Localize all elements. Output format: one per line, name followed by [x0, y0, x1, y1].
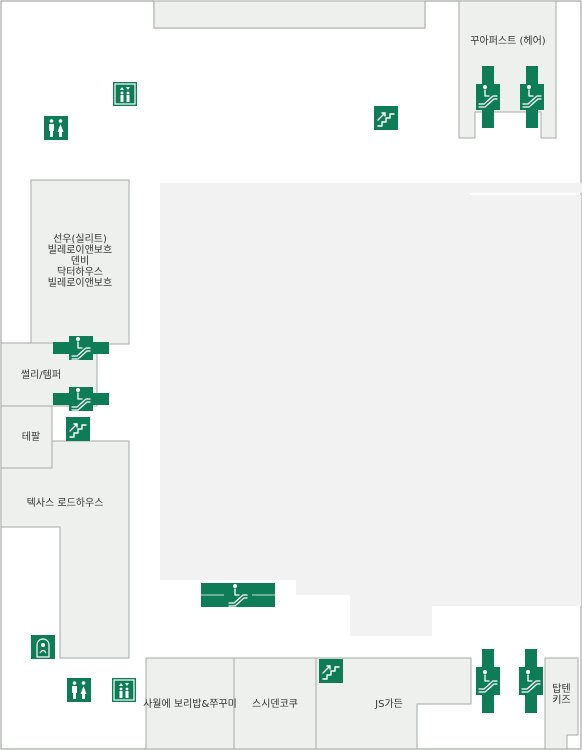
store-label-line: 탑텐 [552, 684, 571, 695]
escalator-icon[interactable] [53, 336, 109, 360]
restroom-icon[interactable] [44, 116, 68, 140]
store-label-line: 키즈 [552, 695, 571, 706]
escalator-icon[interactable] [476, 66, 500, 128]
restroom-icon[interactable] [67, 678, 91, 702]
store-label-line: 덴비 [70, 256, 90, 267]
store-sawol[interactable] [145, 657, 235, 750]
store-label-tiptop: 탑텐 키즈 [545, 684, 578, 706]
store-label-sawol: 사월에 보리밥&쭈꾸미 [143, 699, 237, 710]
stairs-icon[interactable] [66, 417, 90, 441]
central-area [160, 183, 582, 636]
store-label-seonwoo: 선우(실리트) 빌레로이앤보흐 덴비 닥터하우스 빌레로이앤보흐 [31, 234, 129, 289]
store-label-line: 선우(실리트) [53, 234, 107, 245]
store-label-texas: 텍사스 로드하우스 [26, 498, 104, 509]
store-label-sushi: 스시덴코쿠 [252, 699, 298, 710]
escalator-icon[interactable] [53, 387, 109, 411]
escalator-icon[interactable] [520, 66, 544, 128]
escalator-icon[interactable] [201, 583, 275, 607]
store-label-line: 닥터하우스 [57, 267, 103, 278]
store-tiptop[interactable] [544, 657, 579, 750]
stairs-icon[interactable] [319, 659, 343, 683]
store-label-line: 빌레로이앤보흐 [47, 245, 113, 256]
store-label-js: JS가든 [375, 699, 403, 710]
store-label-tefal: 테팔 [21, 432, 41, 443]
store-label-kkuapeoseuteu: 꾸아퍼스트 (헤어) [470, 36, 546, 47]
store-js[interactable] [315, 657, 472, 750]
nursing-room-icon[interactable] [31, 635, 55, 659]
escalator-icon[interactable] [476, 649, 500, 713]
store-sushi[interactable] [233, 657, 317, 750]
store-top-center [153, 0, 426, 29]
store-label-sseolli: 썰리/템퍼 [20, 370, 62, 381]
store-label-line: 빌레로이앤보흐 [47, 278, 113, 289]
stairs-icon[interactable] [374, 106, 398, 130]
elevator-icon[interactable] [112, 678, 136, 702]
store-texas[interactable] [0, 440, 130, 659]
elevator-icon[interactable] [113, 82, 137, 106]
store-seonwoo[interactable] [30, 179, 130, 345]
escalator-icon[interactable] [519, 649, 543, 713]
